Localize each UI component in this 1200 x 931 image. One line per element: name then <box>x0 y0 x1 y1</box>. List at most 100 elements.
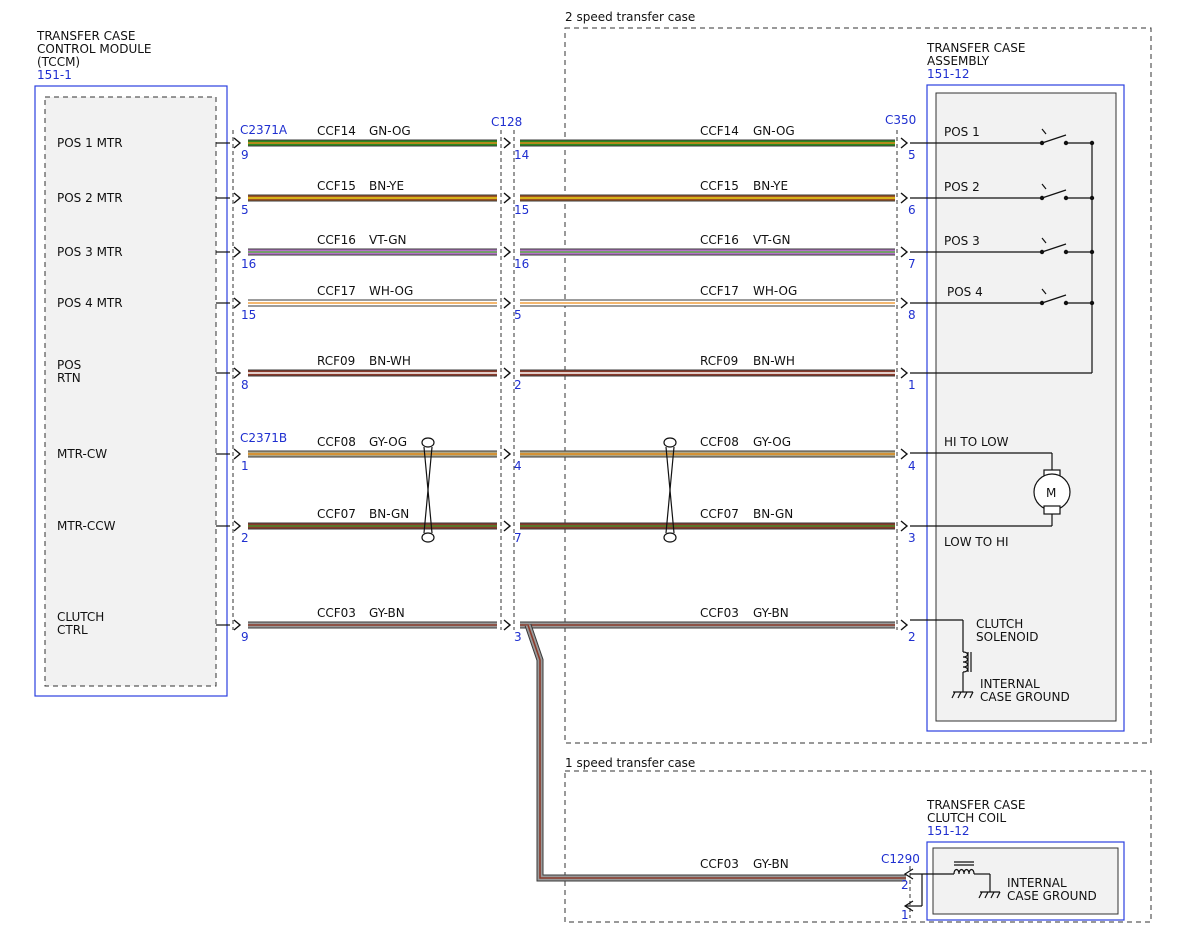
tccm-pin-chevron <box>233 137 242 149</box>
c1290-pin-1-chevron <box>903 900 914 912</box>
c128-pin-chevron <box>503 367 512 379</box>
c128-pin-chevron <box>503 297 512 309</box>
c128-pin-chevron <box>503 246 512 258</box>
tccm-connector-pin: 16 <box>241 257 256 271</box>
clutch-coil-title-1: TRANSFER CASE <box>926 798 1025 812</box>
twisted-pair-right <box>663 437 677 543</box>
tccm-module: TRANSFER CASE CONTROL MODULE (TCCM) 151-… <box>34 29 228 697</box>
c128-pin: 2 <box>514 378 522 392</box>
wire-color-label: VT-GN <box>753 233 790 247</box>
circuit-label: CCF07 <box>700 507 739 521</box>
wire-segment-1-speed <box>524 623 906 882</box>
one-speed-section-box <box>564 770 1152 923</box>
circuit-label: RCF09 <box>700 354 738 368</box>
assembly-outer-box <box>926 84 1125 732</box>
connector-c1290: C1290 <box>881 852 920 866</box>
assembly-title-1: TRANSFER CASE <box>926 41 1025 55</box>
connector-c128: C128 <box>491 115 522 129</box>
assembly-ref: 151-12 <box>927 67 970 81</box>
assembly-title-2: ASSEMBLY <box>927 54 990 68</box>
tccm-connector-pin: 2 <box>241 531 249 545</box>
pos-switch-label: POS 2 <box>944 180 980 194</box>
wire-color-label: WH-OG <box>369 284 413 298</box>
wire-color-label: BN-YE <box>753 179 788 193</box>
tccm-connector-pin: 1 <box>241 459 249 473</box>
tccm-pin-chevron <box>233 192 242 204</box>
c128-pin-chevron <box>503 619 512 631</box>
connector-c2371a: C2371A <box>240 123 288 137</box>
tccm-pin-label: RTN <box>57 371 81 385</box>
connector-c350: C350 <box>885 113 916 127</box>
c128-pin: 3 <box>514 630 522 644</box>
c350-pin: 5 <box>908 148 916 162</box>
clutch-coil-ref: 151-12 <box>927 824 970 838</box>
pos-switch-label: POS 3 <box>944 234 980 248</box>
connector-c2371b: C2371B <box>240 431 287 445</box>
circuit-label: CCF15 <box>700 179 739 193</box>
wire-color-label: BN-WH <box>753 354 795 368</box>
tccm-connector-pin: 8 <box>241 378 249 392</box>
assembly-ground-label-1: INTERNAL <box>980 677 1040 691</box>
c350-pin: 4 <box>908 459 916 473</box>
c350-pin: 1 <box>908 378 916 392</box>
circuit-label: CCF14 <box>317 124 356 138</box>
clutch-coil-circuit: CCF03 <box>700 857 739 871</box>
tccm-pin-label: POS 2 MTR <box>57 191 123 205</box>
clutch-coil-outer-box <box>926 841 1125 921</box>
clutch-coil-inner-box <box>932 847 1119 915</box>
clutch-coil-symbol <box>905 861 1001 907</box>
low-to-hi-label: LOW TO HI <box>944 535 1009 549</box>
c350-pin-chevron <box>900 448 909 460</box>
circuit-label: CCF08 <box>700 435 739 449</box>
position-switch-3: POS 3 <box>910 234 1095 255</box>
c128-pin: 16 <box>514 257 529 271</box>
c128-pin: 14 <box>514 148 529 162</box>
c350-pin: 6 <box>908 203 916 217</box>
tccm-pin-label: POS 1 MTR <box>57 136 123 150</box>
tccm-pin-chevron <box>233 619 242 631</box>
wire-color-label: GN-OG <box>369 124 411 138</box>
assembly-ground-label-2: CASE GROUND <box>980 690 1070 704</box>
tccm-connector-pin: 5 <box>241 203 249 217</box>
wire-color-label: BN-GN <box>753 507 793 521</box>
wire-color-label: VT-GN <box>369 233 406 247</box>
tccm-title-2: CONTROL MODULE <box>37 42 152 56</box>
tccm-pin-chevron <box>233 448 242 460</box>
circuit-label: RCF09 <box>317 354 355 368</box>
tccm-pin-label: POS 3 MTR <box>57 245 123 259</box>
one-speed-section-label: 1 speed transfer case <box>565 756 695 770</box>
pos-switch-label: POS 1 <box>944 125 980 139</box>
two-speed-section-box <box>564 27 1152 744</box>
circuit-label: CCF08 <box>317 435 356 449</box>
tccm-connector-pin: 9 <box>241 148 249 162</box>
tccm-pin-label: CLUTCH <box>57 610 104 624</box>
tccm-pin-chevron <box>233 520 242 532</box>
c1290-pin-2-chevron <box>903 868 914 880</box>
tccm-connector-pin: 9 <box>241 630 249 644</box>
c350-pin: 2 <box>908 630 916 644</box>
clutch-coil-ground-label-1: INTERNAL <box>1007 876 1067 890</box>
tccm-pin-label: POS 4 MTR <box>57 296 123 310</box>
tccm-inner-box <box>44 96 217 687</box>
wire-color-label: BN-YE <box>369 179 404 193</box>
motor-label: M <box>1046 486 1056 500</box>
c128-pin: 15 <box>514 203 529 217</box>
circuit-label: CCF03 <box>317 606 356 620</box>
c128-pin: 5 <box>514 308 522 322</box>
hi-to-low-label: HI TO LOW <box>944 435 1009 449</box>
tccm-pin-chevron <box>233 367 242 379</box>
c350-pin-chevron <box>900 297 909 309</box>
tccm-ref: 151-1 <box>37 68 72 82</box>
tccm-pin-label: POS <box>57 358 81 372</box>
tccm-pin-chevron <box>233 297 242 309</box>
circuit-label: CCF07 <box>317 507 356 521</box>
clutch-solenoid-label-1: CLUTCH <box>976 617 1023 631</box>
wire-color-label: GY-BN <box>369 606 405 620</box>
